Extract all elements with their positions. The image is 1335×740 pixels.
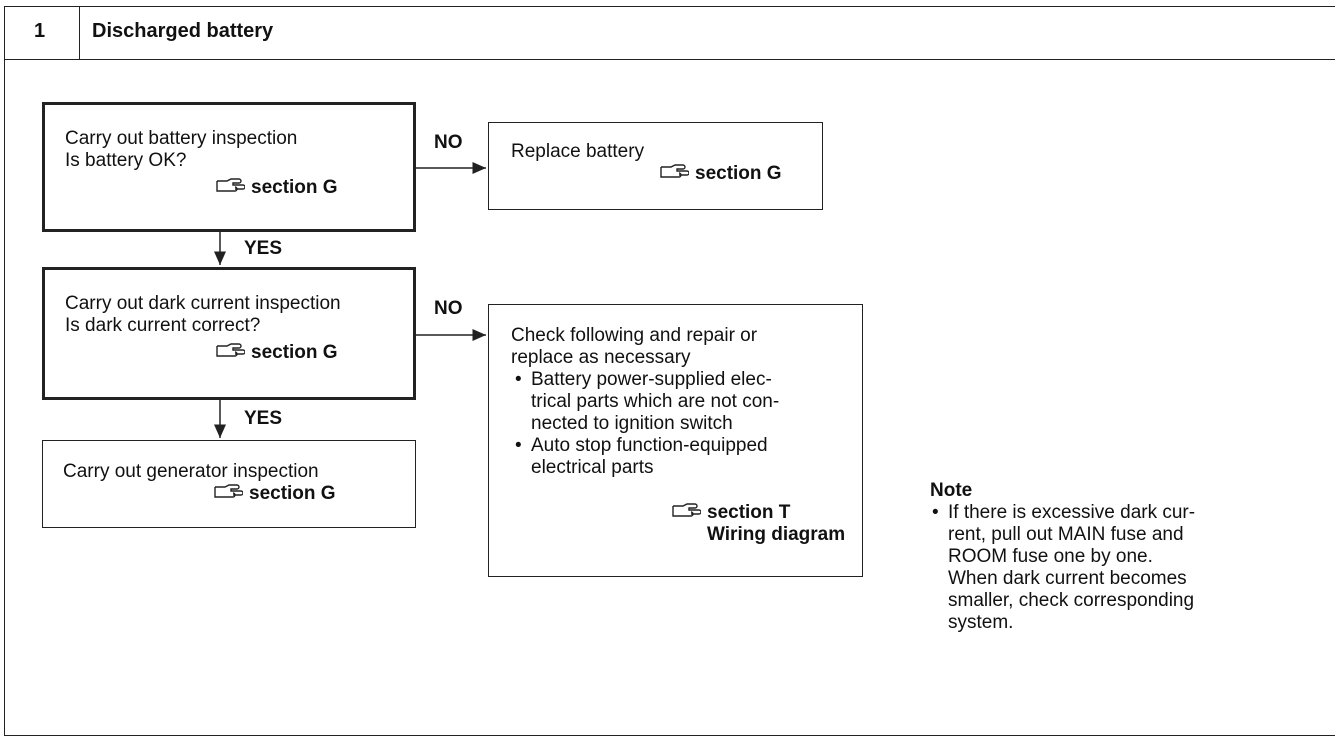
battery-inspection-line2: Is battery OK? bbox=[65, 150, 187, 171]
check-repair-ref-wiring: Wiring diagram bbox=[707, 524, 846, 545]
note-line-5: smaller, check corresponding bbox=[948, 590, 1195, 611]
dark-current-line2: Is dark current correct? bbox=[65, 315, 261, 336]
reference-hand-icon bbox=[214, 484, 243, 498]
note-title: Note bbox=[930, 480, 973, 501]
check-repair-list: Battery power-supplied elec- trical part… bbox=[513, 369, 779, 479]
step-number: 1 bbox=[4, 6, 80, 60]
note-line-2: rent, pull out MAIN fuse and bbox=[948, 524, 1184, 545]
note-line-6: system. bbox=[948, 612, 1014, 633]
check-repair-bullet-2: Auto stop function-equipped electrical p… bbox=[513, 435, 779, 479]
check-repair-line1: Check following and repair or bbox=[511, 325, 758, 346]
replace-battery-ref: section G bbox=[659, 163, 782, 185]
battery-inspection-ref: section G bbox=[215, 177, 338, 199]
replace-battery-line1: Replace battery bbox=[511, 141, 645, 162]
check-repair-line2: replace as necessary bbox=[511, 347, 691, 368]
battery-inspection-line1: Carry out battery inspection bbox=[65, 128, 298, 149]
page-frame bbox=[4, 6, 1335, 736]
header-bar: 1 Discharged battery bbox=[4, 6, 1335, 60]
yes-label-1: YES bbox=[244, 238, 283, 259]
check-repair-box: Check following and repair or replace as… bbox=[488, 304, 863, 577]
note-list: If there is excessive dark cur- rent, pu… bbox=[930, 502, 1195, 634]
generator-box: Carry out generator inspection section G bbox=[42, 440, 416, 528]
reference-hand-icon bbox=[672, 503, 701, 517]
reference-hand-icon bbox=[660, 164, 689, 178]
dark-current-ref: section G bbox=[215, 342, 338, 364]
note-line-4: When dark current becomes bbox=[948, 568, 1187, 589]
dark-current-box: Carry out dark current inspection Is dar… bbox=[42, 267, 416, 400]
no-label-1: NO bbox=[434, 132, 463, 153]
generator-line1: Carry out generator inspection bbox=[63, 461, 319, 482]
page-title: Discharged battery bbox=[92, 20, 274, 42]
replace-battery-box: Replace battery section G bbox=[488, 122, 823, 210]
reference-hand-icon bbox=[216, 178, 245, 192]
dark-current-line1: Carry out dark current inspection bbox=[65, 293, 341, 314]
check-repair-bullet-1: Battery power-supplied elec- trical part… bbox=[513, 369, 779, 435]
note-line-3: ROOM fuse one by one. bbox=[948, 546, 1153, 567]
yes-label-2: YES bbox=[244, 408, 283, 429]
generator-ref: section G bbox=[213, 483, 336, 505]
note-bullet: If there is excessive dark cur- rent, pu… bbox=[930, 502, 1195, 634]
battery-inspection-box: Carry out battery inspection Is battery … bbox=[42, 102, 416, 232]
reference-hand-icon bbox=[216, 343, 245, 357]
note-line-1: If there is excessive dark cur- bbox=[948, 502, 1196, 523]
check-repair-ref-section: section T bbox=[671, 502, 790, 524]
no-label-2: NO bbox=[434, 298, 463, 319]
